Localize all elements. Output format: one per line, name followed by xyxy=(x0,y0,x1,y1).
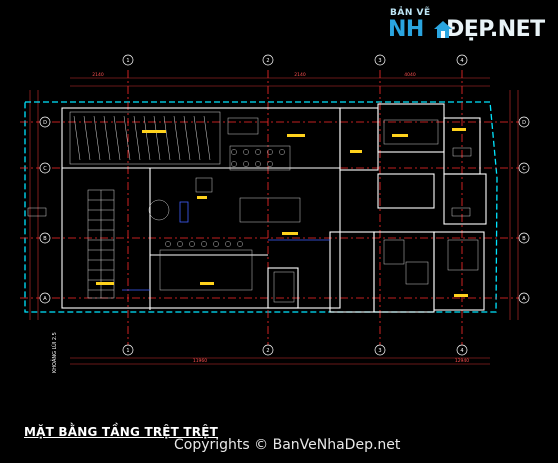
axis-label-bottom-3: 3 xyxy=(378,348,381,354)
room-labels xyxy=(96,128,468,297)
axis-label-left-a: A xyxy=(43,296,47,302)
dim-bottom-1: 11960 xyxy=(193,358,207,364)
axis-label-left-b: B xyxy=(43,236,47,242)
dim-top-1: 2140 xyxy=(92,72,104,78)
stair-left xyxy=(87,189,115,299)
axis-label-bottom-1: 1 xyxy=(126,348,129,354)
axis-lines xyxy=(20,70,530,345)
dim-bottom-2: 12940 xyxy=(455,358,469,364)
watermark-logo: BẢN VẼ NH ĐẸP.NET xyxy=(388,8,554,48)
house-icon xyxy=(434,21,452,38)
axis-label-top-4: 4 xyxy=(460,58,463,64)
drawing-title: MẶT BẰNG TẦNG TRỆT TRỆT xyxy=(24,425,219,439)
logo-small-text: BẢN VẼ xyxy=(390,8,431,18)
axis-label-right-c: C xyxy=(522,166,526,172)
axis-label-top-1: 1 xyxy=(126,58,129,64)
dimension-lines xyxy=(29,77,519,365)
axis-label-right-a: A xyxy=(522,296,526,302)
blue-accents xyxy=(122,201,330,291)
logo-big-right: ĐẸP.NET xyxy=(445,17,545,42)
axis-label-bottom-4: 4 xyxy=(460,348,463,354)
side-note: KHOẢNG LÙI 2.5 xyxy=(52,332,58,373)
site-boundary xyxy=(24,101,498,313)
chairs xyxy=(165,149,285,247)
axis-label-bottom-2: 2 xyxy=(266,348,269,354)
axis-bubbles xyxy=(39,54,530,356)
axis-label-right-d: D xyxy=(522,120,526,126)
axis-label-right-b: B xyxy=(522,236,526,242)
axis-label-left-c: C xyxy=(43,166,47,172)
axis-label-top-2: 2 xyxy=(266,58,269,64)
logo-big-left: NH xyxy=(388,17,424,42)
level-tags xyxy=(27,147,472,217)
furniture xyxy=(148,117,479,303)
walls xyxy=(61,103,487,313)
axis-label-top-3: 3 xyxy=(378,58,381,64)
dim-top-2: 2140 xyxy=(294,72,306,78)
copyright-text: Copyrights © BanVeNhaDep.net xyxy=(174,437,401,453)
axis-label-left-d: D xyxy=(43,120,47,126)
dim-top-3: 4040 xyxy=(404,72,416,78)
ramp-top xyxy=(69,111,221,165)
